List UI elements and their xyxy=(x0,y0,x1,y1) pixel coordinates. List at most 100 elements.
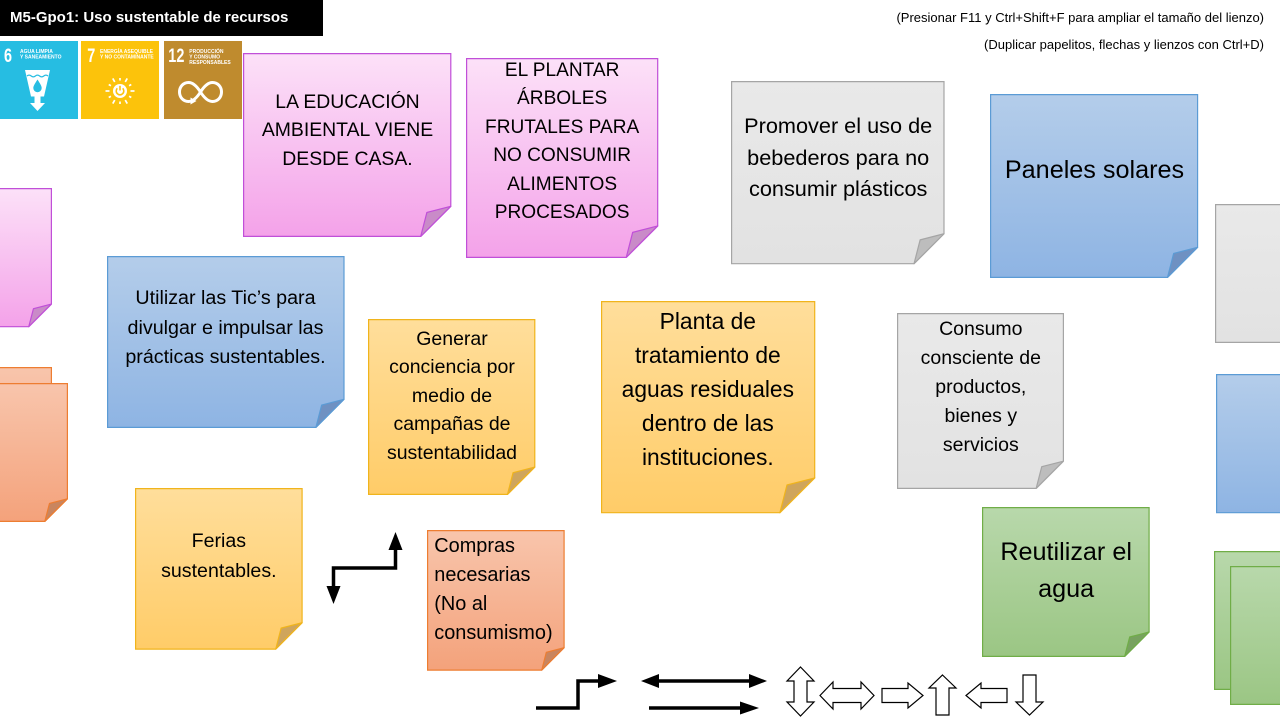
infinity-loop xyxy=(177,80,224,104)
note-paper xyxy=(0,188,52,328)
sdg-number: 7 xyxy=(87,44,95,67)
sdg-label-line: PRODUCCIÓN xyxy=(189,47,224,55)
sdg-goal-6-tile: 6 AGUA LIMPIA Y SANEAMIENTO xyxy=(0,41,78,119)
blank-note-salmon-left-front[interactable] xyxy=(0,382,68,522)
note-text: Generar conciencia por medio de campañas… xyxy=(386,327,518,464)
blank-note-gray-right[interactable] xyxy=(1215,204,1280,344)
sun-ray xyxy=(112,78,116,83)
right-block-arrow[interactable] xyxy=(881,681,924,710)
note-ferias-sustentables[interactable]: Ferias sustentables. xyxy=(135,488,303,650)
sun-ray xyxy=(112,99,116,104)
arrow-head-down[interactable] xyxy=(326,586,341,604)
elbow-double-arrow[interactable] xyxy=(326,532,403,604)
note-plantar-arboles[interactable]: EL PLANTAR ÁRBOLES FRUTALES PARA NO CONS… xyxy=(466,58,659,259)
note-text: Paneles solares xyxy=(1004,155,1185,184)
down-arrow-shape xyxy=(30,96,45,111)
sdg-label-line: Y NO CONTAMINANTE xyxy=(100,55,154,61)
note-folded-corner xyxy=(778,477,815,514)
note-text: Ferias sustentables. xyxy=(161,530,277,582)
note-paper xyxy=(135,488,303,650)
note-text: Reutilizar el agua xyxy=(1000,538,1132,604)
down-block-arrow[interactable] xyxy=(1014,674,1045,716)
sdg-number: 6 xyxy=(4,44,12,67)
sun-ray xyxy=(124,78,128,83)
note-paper xyxy=(990,94,1199,279)
sdg-goal-12-image: 12 PRODUCCIÓN Y CONSUMO RESPONSABLES xyxy=(164,41,242,119)
note-paper xyxy=(982,507,1150,658)
infinity-loop-icon xyxy=(177,80,224,105)
arrow-head-up[interactable] xyxy=(388,532,403,550)
sun-disc xyxy=(113,84,127,98)
blank-note-pink-left[interactable] xyxy=(0,188,52,328)
sun-ray xyxy=(124,99,128,104)
note-text: LA EDUCACIÓN AMBIENTAL VIENE DESDE CASA. xyxy=(261,90,434,170)
water-glass-icon xyxy=(25,70,50,111)
note-text: Consumo consciente de productos, bienes … xyxy=(920,317,1041,456)
left-right-arrow[interactable] xyxy=(641,674,767,688)
tile-background xyxy=(164,41,242,119)
left-right-block-arrow[interactable] xyxy=(819,680,875,711)
left-block-arrow[interactable] xyxy=(965,681,1008,710)
note-paper xyxy=(466,58,659,259)
blank-note-blue-right[interactable] xyxy=(1216,374,1280,514)
elbow-right-arrow[interactable] xyxy=(536,674,617,710)
sdg-goal-6-image: 6 AGUA LIMPIA Y SANEAMIENTO xyxy=(0,41,78,119)
water-wave xyxy=(26,74,49,78)
up-down-block-arrow[interactable] xyxy=(785,666,816,717)
arrow-head-right[interactable] xyxy=(749,674,767,688)
note-folded-corner xyxy=(1035,460,1065,490)
note-bebederos[interactable]: Promover el uso de bebederos para no con… xyxy=(731,80,945,264)
note-educacion-ambiental[interactable]: LA EDUCACIÓN AMBIENTAL VIENE DESDE CASA. xyxy=(243,53,452,238)
page-title: M5-Gpo1: Uso sustentable de recursos xyxy=(10,9,289,26)
note-folded-corner xyxy=(275,622,303,650)
note-consumo-consciente[interactable]: Consumo consciente de productos, bienes … xyxy=(897,313,1065,490)
arrow-head-right[interactable] xyxy=(598,674,617,688)
sun-ray xyxy=(128,83,132,87)
note-paper xyxy=(1215,204,1280,344)
note-paneles-solares[interactable]: Paneles solares xyxy=(990,94,1199,279)
instructions: (Presionar F11 y Ctrl+Shift+F para ampli… xyxy=(896,4,1264,58)
note-folded-corner xyxy=(27,303,52,328)
loop-arrowhead xyxy=(190,97,197,105)
sun-ray xyxy=(108,95,112,99)
note-paper xyxy=(0,382,68,522)
arrow-shaft[interactable] xyxy=(536,679,600,710)
note-body xyxy=(1216,374,1280,514)
note-text: Utilizar las Tic’s para divulgar e impul… xyxy=(125,287,326,368)
title-bar: M5-Gpo1: Uso sustentable de recursos xyxy=(0,0,323,36)
sun-ray xyxy=(128,95,132,99)
note-text: Planta de tratamiento de aguas residuale… xyxy=(621,307,795,470)
arrow-head-right[interactable] xyxy=(740,701,759,715)
note-compras-necesarias[interactable]: Compras necesarias (No al consumismo) xyxy=(427,530,565,671)
note-paper xyxy=(731,80,945,264)
note-body xyxy=(1230,566,1280,705)
sdg-label-line: ENERGÍA ASEQUIBLE xyxy=(100,47,154,55)
arrow-head-left[interactable] xyxy=(641,674,659,688)
note-text: EL PLANTAR ÁRBOLES FRUTALES PARA NO CONS… xyxy=(485,59,640,224)
blank-note-green-right-front[interactable] xyxy=(1230,566,1280,705)
note-text: Promover el uso de bebederos para no con… xyxy=(744,113,933,202)
note-paper xyxy=(106,256,345,428)
note-generar-conciencia[interactable]: Generar conciencia por medio de campañas… xyxy=(368,319,536,495)
sdg-label-line: AGUA LIMPIA xyxy=(20,49,53,55)
water-drop xyxy=(33,79,42,93)
note-folded-corner xyxy=(507,466,536,495)
sdg-goal-12-tile: 12 PRODUCCIÓN Y CONSUMO RESPONSABLES xyxy=(164,41,242,119)
up-block-arrow[interactable] xyxy=(927,674,958,716)
note-planta-tratamiento[interactable]: Planta de tratamiento de aguas residuale… xyxy=(600,301,815,514)
right-arrow[interactable] xyxy=(649,701,759,715)
sdg-goal-7-tile: 7 ENERGÍA ASEQUIBLE Y NO CONTAMINANTE xyxy=(81,41,159,119)
note-utilizar-tics[interactable]: Utilizar las Tic’s para divulgar e impul… xyxy=(106,256,345,428)
sdg-label-line: RESPONSABLES xyxy=(189,60,231,66)
note-paper xyxy=(1216,374,1280,514)
note-body xyxy=(0,382,68,522)
note-folded-corner xyxy=(541,647,565,671)
note-paper xyxy=(368,319,536,495)
instruction-fullscreen: (Presionar F11 y Ctrl+Shift+F para ampli… xyxy=(896,9,1264,25)
note-reutilizar-agua[interactable]: Reutilizar el agua xyxy=(982,507,1150,658)
note-paper xyxy=(1230,566,1280,705)
note-folded-corner xyxy=(913,232,945,264)
arrow-shaft[interactable] xyxy=(331,549,398,587)
sun-rays xyxy=(105,78,135,104)
note-paper xyxy=(243,53,452,238)
